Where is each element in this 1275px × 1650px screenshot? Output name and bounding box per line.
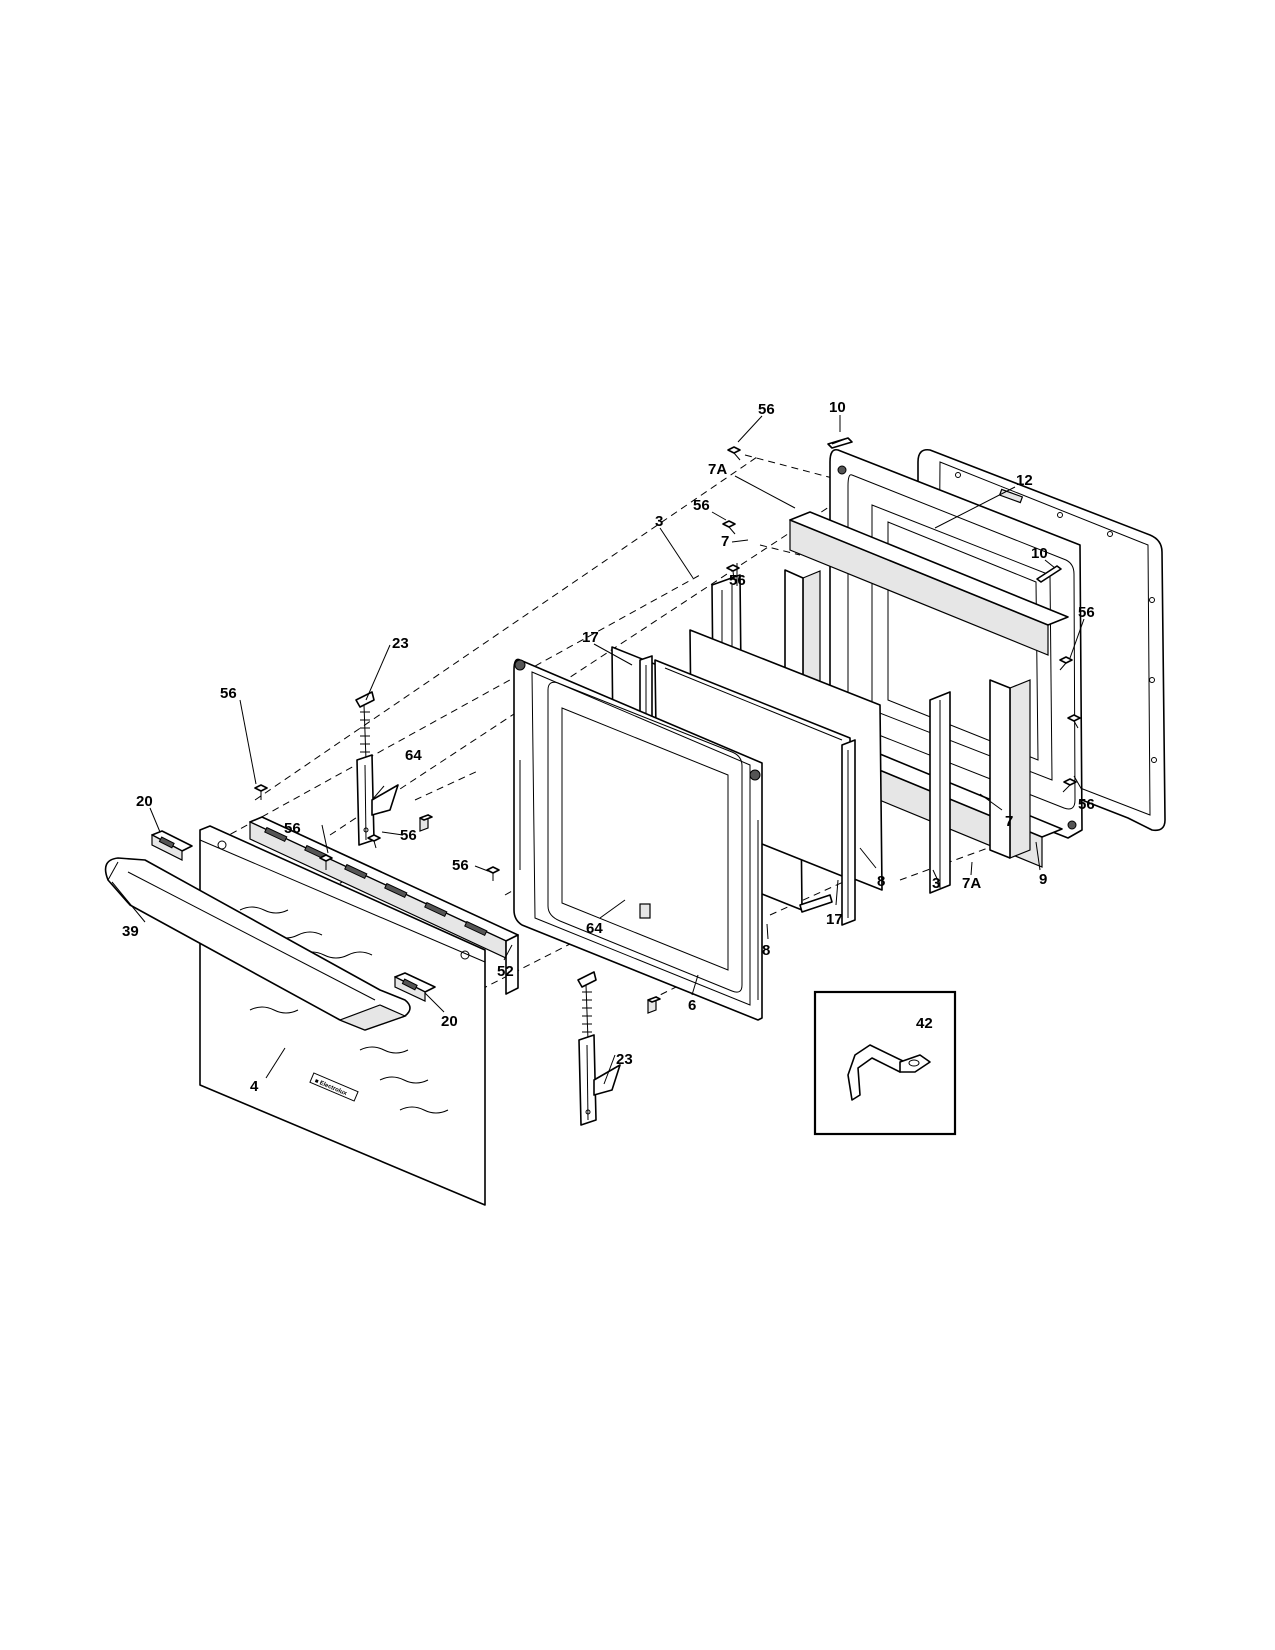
callout-23: 23 bbox=[616, 1051, 633, 1068]
callout-42: 42 bbox=[916, 1015, 933, 1032]
callout-56: 56 bbox=[1078, 604, 1095, 621]
callout-3: 3 bbox=[932, 875, 940, 892]
callout-7: 7 bbox=[721, 533, 729, 550]
callout-20: 20 bbox=[136, 793, 153, 810]
callout-56: 56 bbox=[400, 827, 417, 844]
callout-23: 23 bbox=[392, 635, 409, 652]
inset-box-part-42 bbox=[813, 990, 957, 1136]
vent-trim bbox=[249, 816, 519, 995]
screw bbox=[254, 446, 1081, 881]
callout-56: 56 bbox=[220, 685, 237, 702]
callout-12: 12 bbox=[1016, 472, 1033, 489]
callout-56: 56 bbox=[1078, 796, 1095, 813]
callout-7: 7 bbox=[1005, 813, 1013, 830]
callout-64: 64 bbox=[405, 747, 422, 764]
callout-52: 52 bbox=[497, 963, 514, 980]
callout-9: 9 bbox=[1039, 871, 1047, 888]
callout-17: 17 bbox=[582, 629, 599, 646]
callout-10: 10 bbox=[1031, 545, 1048, 562]
callout-56: 56 bbox=[758, 401, 775, 418]
callout-56: 56 bbox=[693, 497, 710, 514]
hinge-screw bbox=[827, 437, 1062, 583]
callout-20: 20 bbox=[441, 1013, 458, 1030]
callout-10: 10 bbox=[829, 399, 846, 416]
handle-bracket bbox=[151, 830, 436, 1002]
callout-8: 8 bbox=[762, 942, 770, 959]
callout-labels: 56 10 7A 12 56 7 10 3 56 56 17 23 56 64 … bbox=[122, 399, 1095, 1095]
callout-56: 56 bbox=[284, 820, 301, 837]
callout-7a: 7A bbox=[962, 875, 981, 892]
callout-56: 56 bbox=[729, 572, 746, 589]
door-hinge bbox=[355, 691, 621, 1126]
callout-7a: 7A bbox=[708, 461, 727, 478]
callout-3: 3 bbox=[655, 513, 663, 530]
callout-17: 17 bbox=[826, 911, 843, 928]
callout-39: 39 bbox=[122, 923, 139, 940]
callout-4: 4 bbox=[250, 1078, 259, 1095]
door-frame bbox=[513, 658, 763, 1021]
callout-6: 6 bbox=[688, 997, 696, 1014]
callout-8: 8 bbox=[877, 873, 885, 890]
door-handle bbox=[104, 857, 411, 1031]
leader-lines bbox=[111, 415, 1085, 1085]
stop-block bbox=[419, 814, 661, 1014]
callout-56: 56 bbox=[452, 857, 469, 874]
callout-64: 64 bbox=[586, 920, 603, 937]
